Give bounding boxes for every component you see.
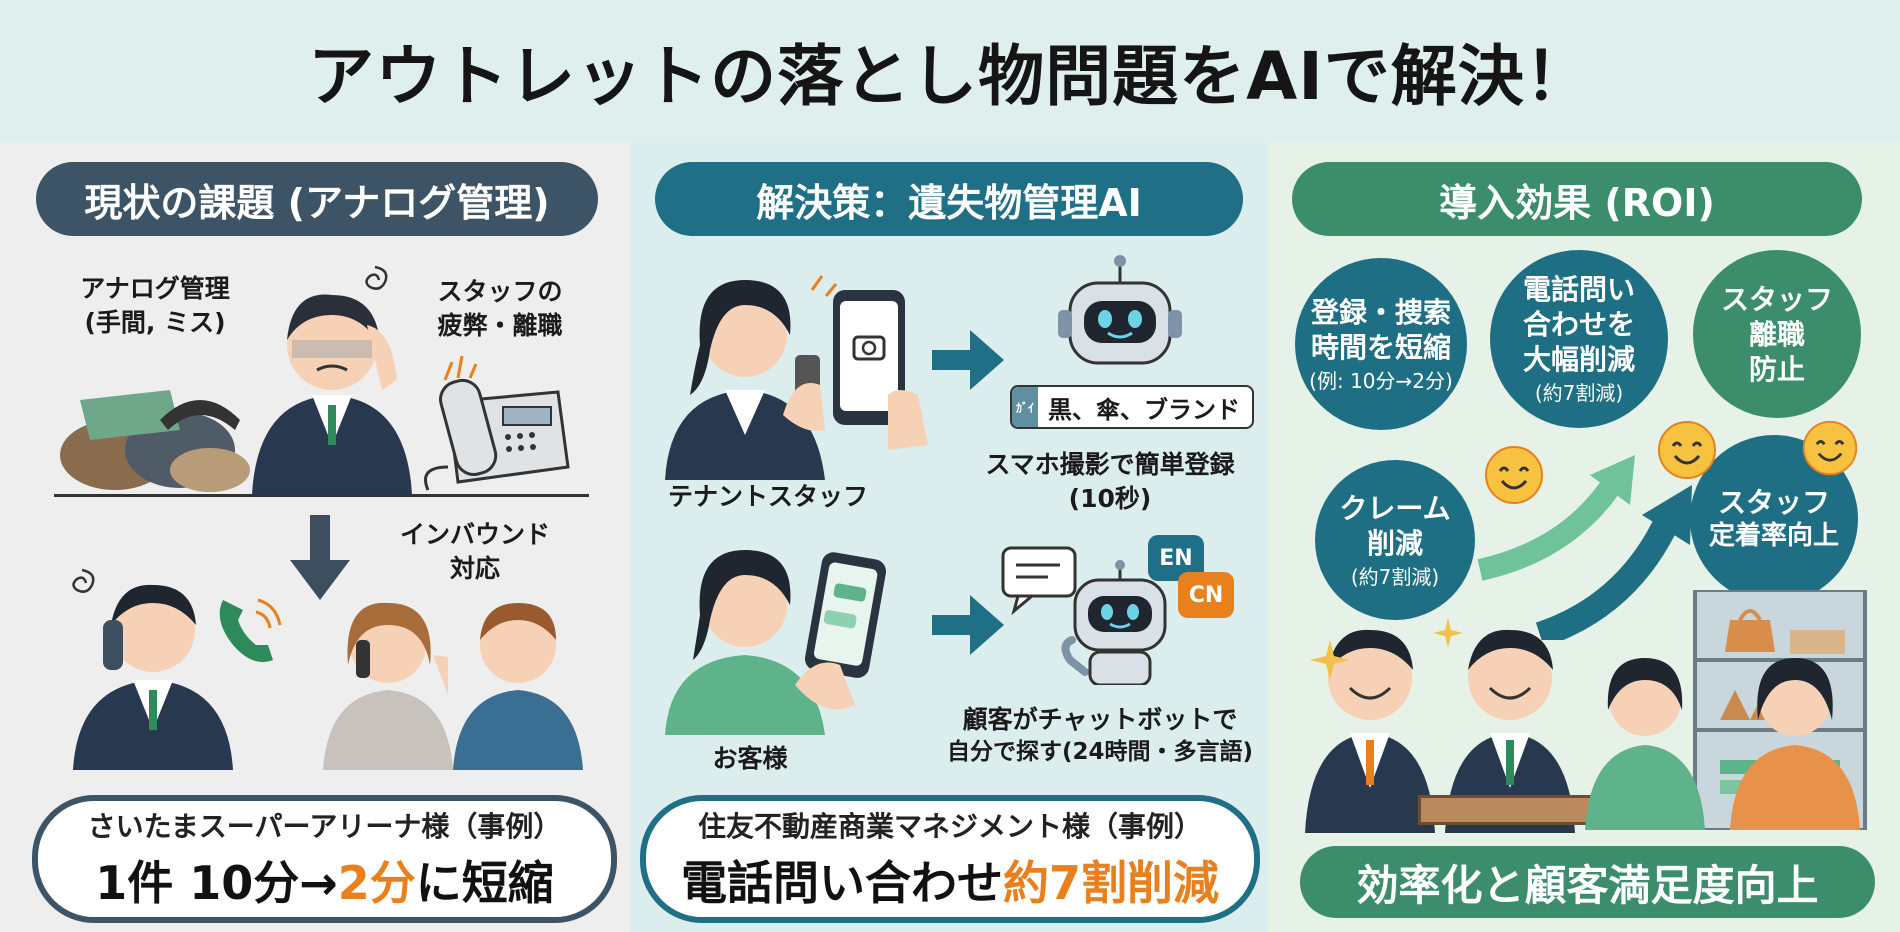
staff-label-line1: スタッフの [437,277,563,306]
growth-arrows-icon [1460,430,1710,640]
inbound-label: インバウンド 対応 [390,518,560,586]
flash-lines-icon [808,270,838,300]
roi-time-line2: 時間を短縮 [1310,330,1451,364]
tenant-staff-label: テナントスタッフ [667,482,868,511]
foreign-customers-illustration [318,585,588,770]
arrow-right-icon [932,330,1004,390]
roi-circle-complaints: クレーム 削減 (約7割減) [1315,460,1475,620]
solution-heading: 解決策：遺失物管理AI [655,162,1243,236]
analog-label-line2: (手間, ミス) [84,307,226,337]
case-result-suffix: に短縮 [415,856,554,910]
chat-bubble-icon [1000,545,1080,615]
tenant-staff-illustration [665,255,875,480]
lang-cn-badge: CN [1178,572,1234,618]
roi-staff-line2: 定着率向上 [1708,521,1839,552]
staff-on-phone-illustration [68,565,238,770]
chatbot-label: 顧客がチャットボットで 自分で探す(24時間・多言語) [940,703,1260,768]
inbound-label-line1: インバウンド [399,520,550,549]
roi-time-line1: 登録・捜索 [1310,295,1451,329]
roi-complaints-line2: 削減 [1366,526,1423,560]
analog-label: アナログ管理 (手間, ミス) [60,272,250,340]
stress-swirl-icon [355,262,395,302]
staff-fatigue-label: スタッフの 疲弊・離職 [420,275,580,343]
smiley-icon-2 [1655,418,1719,482]
smartphone-camera-icon [828,285,938,450]
roi-retention-line3: 防止 [1748,352,1805,386]
roi-complaints-note: (約7割減) [1350,564,1440,589]
solution-case-study: 住友不動産商業マネジメント様（事例） 電話問い合わせ約7割削減 [640,795,1260,923]
roi-retention-line2: 離職 [1748,317,1805,351]
roi-footer-banner: 効率化と顧客満足度向上 [1300,846,1875,918]
arrow-down-icon [290,515,350,600]
case-study-client-2: 住友不動産商業マネジメント様（事例） [697,810,1202,843]
roi-heading: 導入効果 (ROI) [1292,162,1862,236]
register-label-line2: (10秒) [1068,483,1152,513]
counter-line [54,494,589,497]
page-title: アウトレットの落とし物問題をAIで解決！ [308,38,1592,115]
smiley-icon-1 [1482,443,1546,507]
sparkle-icon-2 [1433,618,1463,648]
case-study-result-2: 電話問い合わせ約7割削減 [681,847,1219,913]
issues-case-study: さいたまスーパーアリーナ様（事例） 1件 10分→2分に短縮 [32,795,617,923]
roi-calls-note: (約7割減) [1534,381,1624,405]
roi-time-note: (例: 10分→2分) [1309,368,1453,393]
register-label: スマホ撮影で簡単登録 (10秒) [950,448,1270,516]
tag-key-icon: ｶﾞｲ [1012,387,1038,427]
roi-calls-line1: 電話問い [1522,273,1635,306]
roi-circle-retention: スタッフ 離職 防止 [1693,250,1861,418]
ai-tag-label: ｶﾞｲ 黒、傘、ブランド [1010,385,1254,429]
analog-label-line1: アナログ管理 [80,274,230,303]
sparkle-icon [1310,640,1350,680]
roi-complaints-line1: クレーム [1339,491,1451,525]
arrow-right-icon-2 [932,595,1004,655]
case-result-highlight-2: 約7割削減 [1002,856,1219,910]
staff-label-line2: 疲弊・離職 [437,310,563,340]
roi-retention-line1: スタッフ [1720,282,1833,316]
roi-staff-line1: スタッフ [1717,486,1830,520]
customer-illustration [665,535,895,735]
stressed-staff-illustration [232,270,432,495]
case-result-prefix: 1件 10分→ [95,856,338,910]
smiley-icon-3 [1800,418,1860,478]
chat-robot-icon [1060,560,1180,685]
service-counter [1418,795,1608,825]
case-study-client: さいたまスーパーアリーナ様（事例） [87,810,562,843]
register-label-line1: スマホ撮影で簡単登録 [985,450,1235,479]
ringing-lines-icon [440,352,480,382]
title-banner: アウトレットの落とし物問題をAIで解決！ [0,0,1900,142]
roi-calls-line3: 大幅削減 [1522,343,1635,376]
roi-calls-line2: 合わせを [1522,308,1635,341]
ai-robot-icon [1050,255,1190,390]
case-result-highlight: 2分 [337,856,416,910]
stress-swirl-icon-2 [62,565,102,605]
chatbot-label-line2: 自分で探す(24時間・多言語) [946,738,1254,765]
chatbot-label-line1: 顧客がチャットボットで [962,705,1238,734]
customer-label: お客様 [712,744,788,773]
lost-items-pile-illustration [60,360,250,495]
inbound-label-line2: 対応 [449,553,500,583]
phone-handset-icon [208,590,288,670]
desk-phone-icon [418,372,578,497]
tag-text: 黒、傘、ブランド [1048,395,1240,424]
roi-circle-calls: 電話問い 合わせを 大幅削減 (約7割減) [1490,250,1668,428]
case-result-prefix-2: 電話問い合わせ [680,856,1003,910]
issues-heading: 現状の課題 (アナログ管理) [36,162,598,236]
happy-customers-illustration [1580,640,1860,830]
case-study-result: 1件 10分→2分に短縮 [95,847,554,913]
roi-circle-time: 登録・捜索 時間を短縮 (例: 10分→2分) [1295,258,1467,430]
